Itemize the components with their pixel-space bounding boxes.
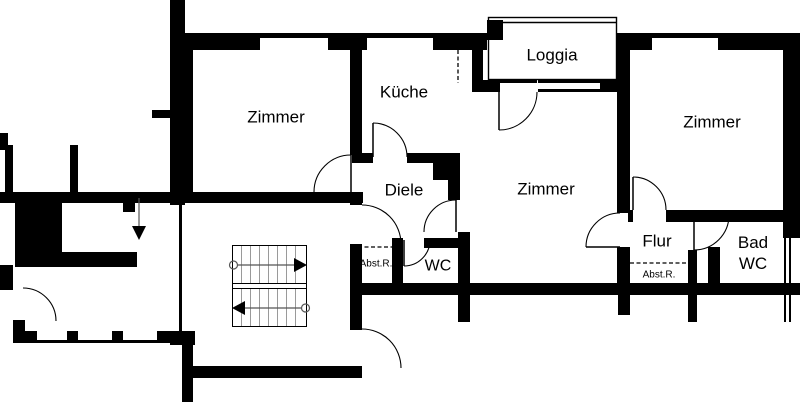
room-label-flur: Flur [642,231,672,251]
door-arc-kueche [372,122,408,158]
entrance-arrow [132,198,146,240]
room-label-abstellraum-right: Abst.R. [642,269,676,281]
staircase-steps [241,246,296,326]
loggia-balcony-rect [487,16,618,81]
room-label-abstellraum-left: Abst.R. [359,258,393,270]
door-arc-flur [585,212,621,248]
door-leaves [350,92,695,266]
door-arc-loggia [498,91,538,131]
door-arcs [22,91,730,369]
door-arc-building-entrance [22,287,57,322]
room-label-zimmer-right: Zimmer [683,112,741,132]
staircase-down-arrow [232,301,311,315]
right-arrow-icon [294,258,307,272]
staircase-outline [232,245,307,327]
room-label-bad-wc-line2: WC [738,254,768,273]
door-arc-stairwell-lower [361,328,402,369]
down-arrow-icon [132,226,146,240]
door-arc-zimmer-center [423,199,457,233]
door-arc-wc [403,239,431,267]
room-label-zimmer-center: Zimmer [517,179,575,199]
staircase-up-arrow [228,258,307,272]
staircase [228,245,311,327]
room-label-zimmer-left: Zimmer [247,107,305,127]
left-arrow-icon [232,301,245,315]
staircase-landing-lines [232,283,307,289]
room-label-loggia: Loggia [526,45,578,65]
door-arc-zimmer-left [313,154,352,193]
door-arc-zimmer-right [632,176,667,211]
room-label-bad-wc-line1: Bad [737,233,769,252]
room-label-diele: Diele [384,180,424,200]
room-label-bad-wc: Bad WC [738,232,768,274]
door-arc-apartment-entrance [361,204,402,245]
door-arc-bad-wc [693,214,730,251]
loggia-outline [487,16,618,81]
room-label-kueche: Küche [379,82,429,102]
dashed-partitions [358,50,688,264]
room-label-wc: WC [424,257,452,275]
